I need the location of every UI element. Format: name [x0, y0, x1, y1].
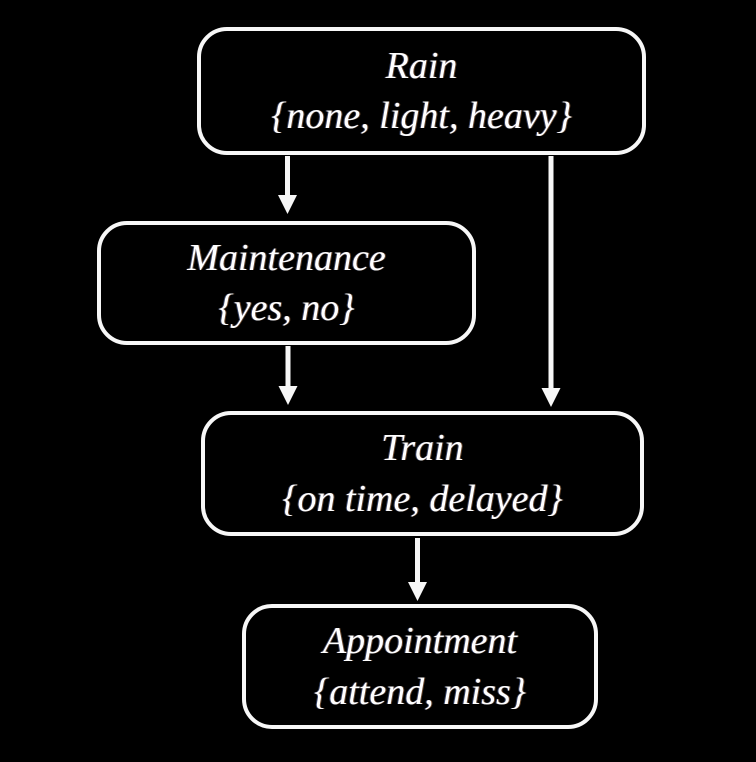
node-train: Train {on time, delayed}: [201, 411, 644, 536]
node-train-values: {on time, delayed}: [282, 477, 563, 520]
node-appointment-title: Appointment: [322, 620, 518, 663]
node-maintenance: Maintenance {yes, no}: [97, 221, 476, 345]
node-rain-values: {none, light, heavy}: [271, 95, 572, 137]
node-rain: Rain {none, light, heavy}: [197, 27, 646, 155]
arrow-train-to-appointment: [408, 538, 427, 601]
node-appointment: Appointment {attend, miss}: [242, 604, 598, 729]
node-maintenance-title: Maintenance: [187, 236, 386, 279]
node-train-title: Train: [381, 427, 464, 470]
node-appointment-values: {attend, miss}: [314, 670, 526, 713]
arrow-maintenance-to-train: [278, 346, 298, 405]
arrow-rain-to-maintenance: [278, 156, 297, 214]
arrow-rain-to-train: [541, 156, 561, 407]
node-maintenance-values: {yes, no}: [218, 287, 355, 329]
node-rain-title: Rain: [385, 44, 458, 87]
